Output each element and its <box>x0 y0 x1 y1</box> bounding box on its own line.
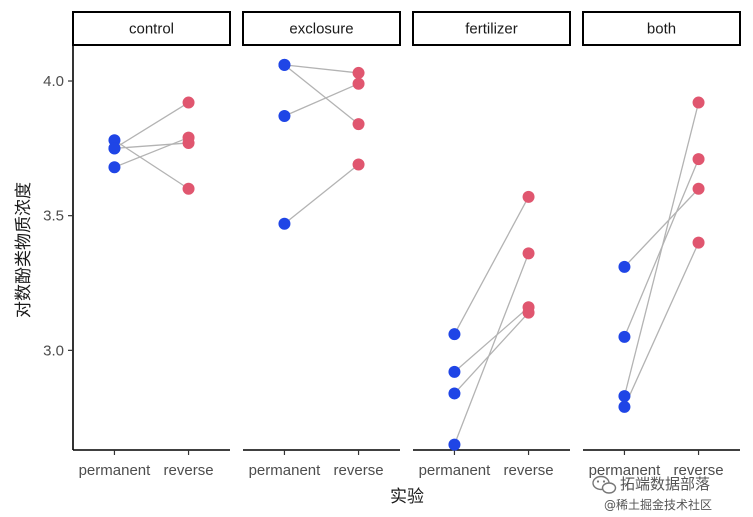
y-tick-label: 3.0 <box>43 342 64 359</box>
point-permanent <box>278 110 291 123</box>
point-reverse <box>182 136 195 149</box>
watermark-subtitle: @稀土掘金技术社区 <box>604 497 712 512</box>
facet-panel-control: control permanent reverse <box>72 11 231 479</box>
facet-panel-both: both permanent reverse <box>582 11 741 479</box>
facet-strip-label: exclosure <box>289 21 353 38</box>
pair-line <box>114 136 189 168</box>
pair-line <box>453 196 530 335</box>
pair-line <box>623 102 700 397</box>
point-reverse <box>692 96 705 109</box>
point-permanent <box>618 390 631 403</box>
point-reverse <box>522 190 535 203</box>
facet-strip-both <box>582 11 741 46</box>
wechat-icon <box>592 475 617 494</box>
point-reverse <box>182 182 195 195</box>
point-reverse <box>352 77 365 90</box>
point-permanent <box>278 217 291 230</box>
point-permanent <box>108 142 121 155</box>
x-tick-label-permanent: permanent <box>419 462 492 479</box>
y-axis: 3.0 3.5 4.0 <box>43 46 74 450</box>
point-permanent <box>448 328 461 341</box>
facet-strip-exclosure <box>242 11 401 46</box>
point-permanent <box>278 58 291 71</box>
pair-line <box>284 83 359 117</box>
x-axis-title: 实验 <box>390 487 424 507</box>
point-permanent <box>448 438 461 451</box>
y-tick-label: 4.0 <box>43 73 64 90</box>
point-reverse <box>692 236 705 249</box>
pair-line <box>623 188 700 268</box>
facet-panel-fertilizer: fertilizer permanent reverse <box>412 11 571 479</box>
point-reverse <box>352 118 365 131</box>
pair-line <box>284 64 359 125</box>
point-reverse <box>182 96 195 109</box>
point-permanent <box>448 365 461 378</box>
x-tick-label-reverse: reverse <box>504 462 554 479</box>
point-permanent <box>618 260 631 273</box>
pair-line <box>114 102 189 149</box>
point-reverse <box>352 158 365 171</box>
point-reverse <box>522 306 535 319</box>
pair-line <box>453 312 530 394</box>
x-tick-label-permanent: permanent <box>79 462 152 479</box>
facet-strip-label: control <box>129 21 174 38</box>
point-reverse <box>522 247 535 260</box>
point-permanent <box>618 400 631 413</box>
watermark-title: 拓端数据部落 <box>620 475 710 493</box>
x-tick-label-reverse: reverse <box>674 462 724 479</box>
pair-line <box>453 253 530 445</box>
point-permanent <box>448 387 461 400</box>
facets-layer: control permanent reverse exclosure permanen… <box>72 11 741 479</box>
facet-strip-fertilizer <box>412 11 571 46</box>
point-permanent <box>618 330 631 343</box>
facet-strip-label: both <box>647 21 676 38</box>
x-tick-label-permanent: permanent <box>589 462 662 479</box>
pair-line <box>284 163 359 225</box>
x-tick-label-reverse: reverse <box>164 462 214 479</box>
point-permanent <box>108 161 121 174</box>
x-tick-label-permanent: permanent <box>249 462 322 479</box>
point-reverse <box>692 182 705 195</box>
y-axis-title: 对数酚类物质浓度 <box>14 182 34 318</box>
pair-line <box>623 242 700 408</box>
watermark: 拓端数据部落 @稀土掘金技术社区 <box>592 475 712 512</box>
pair-line <box>114 139 189 190</box>
facet-strip-control <box>72 11 231 46</box>
facet-strip-label: fertilizer <box>465 21 518 38</box>
x-tick-label-reverse: reverse <box>334 462 384 479</box>
facet-panel-exclosure: exclosure permanent reverse <box>242 11 401 479</box>
pair-line <box>284 64 359 74</box>
point-reverse <box>692 153 705 166</box>
y-tick-label: 3.5 <box>43 208 64 225</box>
pair-line <box>114 142 189 149</box>
point-reverse <box>352 66 365 79</box>
pair-line <box>454 306 529 373</box>
